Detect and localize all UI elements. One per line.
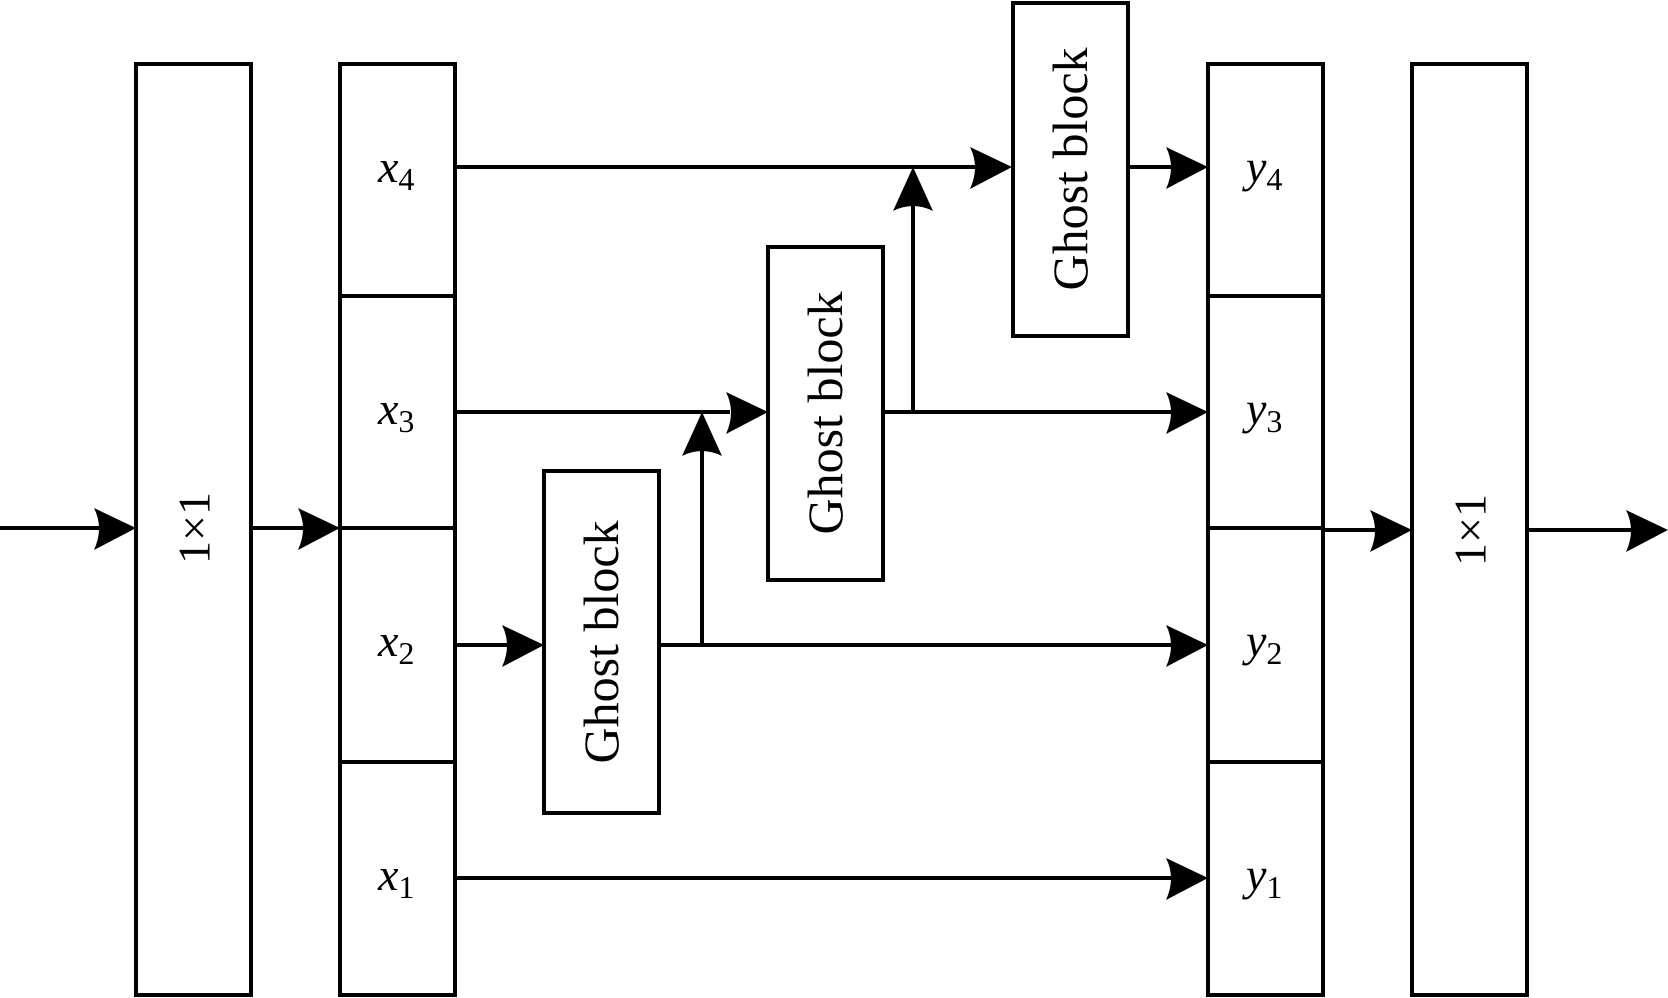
arrowhead-y1: [1166, 858, 1208, 900]
conv-in-block: 1×1: [134, 62, 253, 997]
arrowhead-ghost3-in: [970, 147, 1012, 189]
output-y4: y4: [1242, 141, 1282, 197]
concat-block: y4 y3 y2 y1: [1206, 62, 1325, 997]
arrowhead-input: [94, 508, 136, 550]
conv-out-block: 1×1: [1410, 62, 1529, 997]
split-block: x4 x3 x2 x1: [338, 62, 457, 997]
connections: [0, 165, 1640, 880]
input-x2: x2: [377, 615, 414, 671]
ghost-block-3-label: Ghost block: [1042, 47, 1098, 290]
output-y1: y1: [1242, 849, 1282, 905]
conv-out-label: 1×1: [1445, 494, 1496, 566]
arrowhead-up-x4: [893, 167, 933, 211]
output-y3: y3: [1242, 383, 1282, 439]
input-x1: x1: [377, 849, 414, 905]
arrowheads: [94, 147, 1668, 900]
arrowhead-y3: [1166, 392, 1208, 434]
ghost-block-1-label: Ghost block: [573, 520, 629, 763]
arrowhead-output: [1626, 510, 1668, 552]
arrowhead-conv-out: [1370, 510, 1412, 552]
input-x3: x3: [377, 383, 414, 439]
arrowhead-ghost2-in: [726, 392, 768, 434]
ghost-block-2-label: Ghost block: [797, 291, 853, 534]
arrowhead-y2: [1166, 625, 1208, 667]
conv-in-label: 1×1: [169, 492, 220, 564]
ghost-block-1: Ghost block: [542, 469, 661, 815]
arrowhead-y4: [1166, 147, 1208, 189]
arrowhead-ghost1-in: [502, 625, 544, 667]
ghost-block-3: Ghost block: [1011, 1, 1130, 338]
output-y2: y2: [1242, 615, 1282, 671]
ghost-block-2: Ghost block: [766, 245, 885, 582]
arrowhead-split: [298, 508, 340, 550]
arrowhead-up-x3: [682, 412, 722, 456]
input-x4: x4: [377, 141, 414, 197]
